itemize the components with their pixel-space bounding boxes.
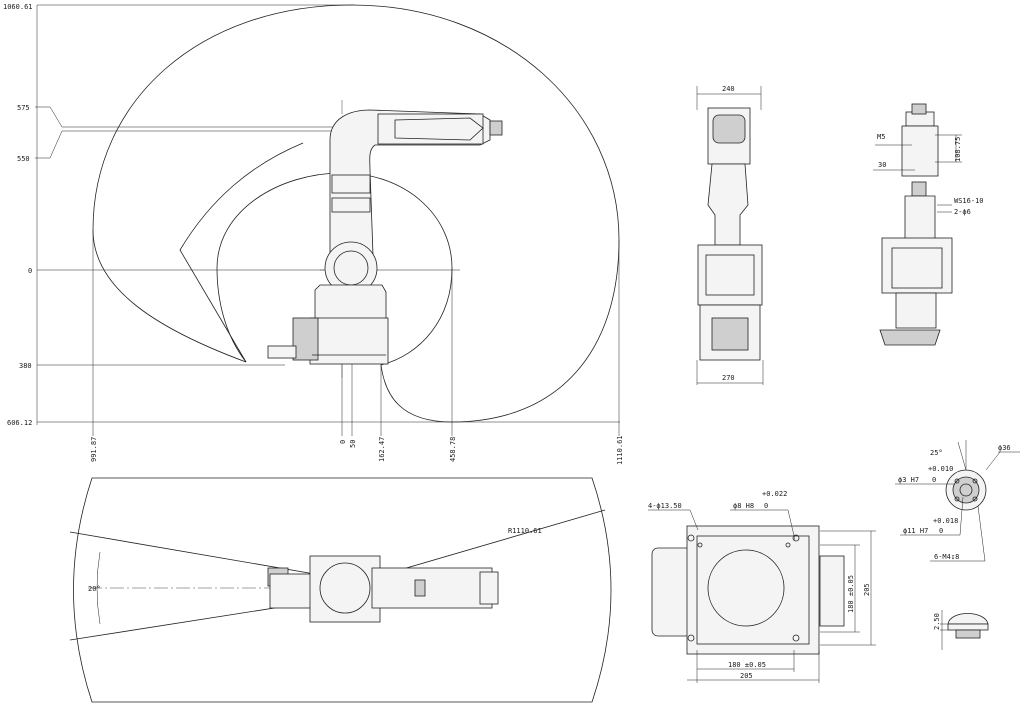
wrist-label-ws: WS16-10 bbox=[954, 197, 984, 205]
wrist-label-holes: 2-ϕ6 bbox=[954, 208, 971, 216]
base-pin-tol-lower: 0 bbox=[764, 502, 768, 510]
top-view: R1110.61 20° bbox=[69, 477, 612, 703]
side-y-label: 0 bbox=[28, 267, 32, 275]
wrist-label-m5: M5 bbox=[877, 133, 885, 141]
side-y-label: 606.12 bbox=[7, 419, 32, 427]
side-y-label: 550 bbox=[17, 155, 30, 163]
flange-bore-tol-lower: 0 bbox=[939, 527, 943, 535]
base-horiz-inner: 180 ±0.05 bbox=[728, 661, 766, 669]
front-width-top: 240 bbox=[722, 85, 735, 93]
base-horiz-outer: 205 bbox=[740, 672, 753, 680]
side-x-label: 0 bbox=[339, 440, 347, 444]
base-hole-label: 4-ϕ13.50 bbox=[648, 502, 682, 510]
flange-pin-tol-upper: +0.010 bbox=[928, 465, 953, 473]
front-width-bottom: 270 bbox=[722, 374, 735, 382]
side-view: 1060.61 575 550 0 380 606.12 991.87 0 50… bbox=[3, 3, 624, 465]
flange-bore-tol-upper: +0.018 bbox=[933, 517, 958, 525]
flange-thread-label: 6-M4↧8 bbox=[934, 553, 959, 561]
side-y-label: 575 bbox=[17, 104, 30, 112]
base-pin-label: ϕ8 H8 bbox=[733, 502, 754, 510]
side-x-label: 50 bbox=[349, 440, 357, 448]
wrist-label-108: 108.75 bbox=[954, 137, 962, 162]
side-x-label: 991.87 bbox=[90, 437, 98, 462]
side-y-label: 380 bbox=[19, 362, 32, 370]
wrist-view: M5 30 108.75 WS16-10 2-ϕ6 bbox=[873, 103, 984, 346]
front-view: 240 270 bbox=[696, 85, 764, 385]
base-vert-outer: 205 bbox=[863, 583, 871, 596]
flange-pin-tol-lower: 0 bbox=[932, 476, 936, 484]
side-x-label: 1110.61 bbox=[616, 435, 624, 465]
flange-bore-label: ϕ11 H7 bbox=[903, 527, 928, 535]
flange-pin-label: ϕ3 H7 bbox=[898, 476, 919, 484]
side-x-label: 458.78 bbox=[449, 437, 457, 462]
base-vert-inner: 180 ±0.05 bbox=[847, 575, 855, 613]
side-y-label: 1060.61 bbox=[3, 3, 33, 11]
base-view: 4-ϕ13.50 ϕ8 H8 +0.022 0 180 ±0.05 205 18… bbox=[648, 490, 876, 683]
top-radius-label: R1110.61 bbox=[508, 527, 542, 535]
flange-angle: 25° bbox=[930, 449, 943, 457]
flange-outer-dia: ϕ36 bbox=[998, 444, 1011, 452]
flange-depth-label: 2.50 bbox=[933, 613, 941, 630]
top-angle-label: 20° bbox=[88, 585, 101, 593]
side-x-label: 162.47 bbox=[378, 437, 386, 462]
wrist-label-30: 30 bbox=[878, 161, 886, 169]
flange-view: 25° ϕ36 +0.010 ϕ3 H7 0 +0.018 ϕ11 H7 0 6… bbox=[895, 440, 1020, 650]
base-pin-tol-upper: +0.022 bbox=[762, 490, 787, 498]
